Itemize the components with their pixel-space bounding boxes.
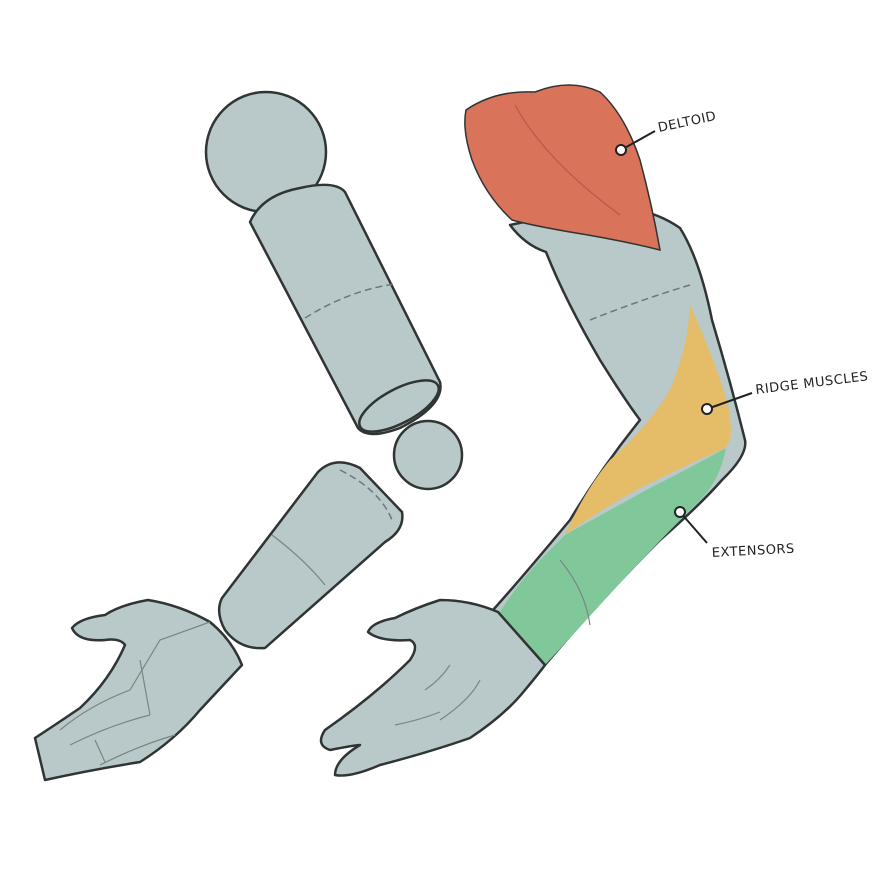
extensors-pointer [674, 506, 686, 518]
extensors-mid-line [559, 559, 591, 626]
ridge-muscles-region [565, 305, 731, 535]
forearm-cylinder [217, 461, 404, 650]
elbow-ball [392, 419, 464, 491]
hand-knuckles [394, 664, 481, 726]
upper-arm-cylinder [248, 183, 442, 436]
forearm-mid [271, 534, 326, 586]
deltoid-leader [620, 130, 656, 151]
deltoid-pointer [615, 144, 627, 156]
extensors-leader [679, 511, 708, 544]
ridge-muscles-text: RIDGE MUSCLES [755, 369, 870, 398]
deltoid-fiber [514, 104, 621, 216]
arm-hand [319, 598, 547, 777]
simplified-arm [33, 90, 464, 782]
deltoid-text: DELTOID [657, 109, 718, 136]
extensors-text: EXTENSORS [711, 542, 795, 561]
deltoid-region [464, 84, 661, 252]
label-extensors: EXTENSORS [674, 506, 795, 561]
upper-arm-end-cap [358, 379, 440, 433]
extensors-region [498, 448, 726, 665]
upper-arm-dash [589, 284, 691, 321]
anatomical-arm [319, 84, 747, 777]
ridge-muscles-leader [706, 392, 753, 410]
forearm-dash [339, 469, 393, 521]
upper-arm-mid-line [304, 283, 396, 319]
simple-hand-facets [59, 621, 211, 766]
simple-hand [33, 598, 244, 782]
ridge-muscles-pointer [701, 403, 713, 415]
